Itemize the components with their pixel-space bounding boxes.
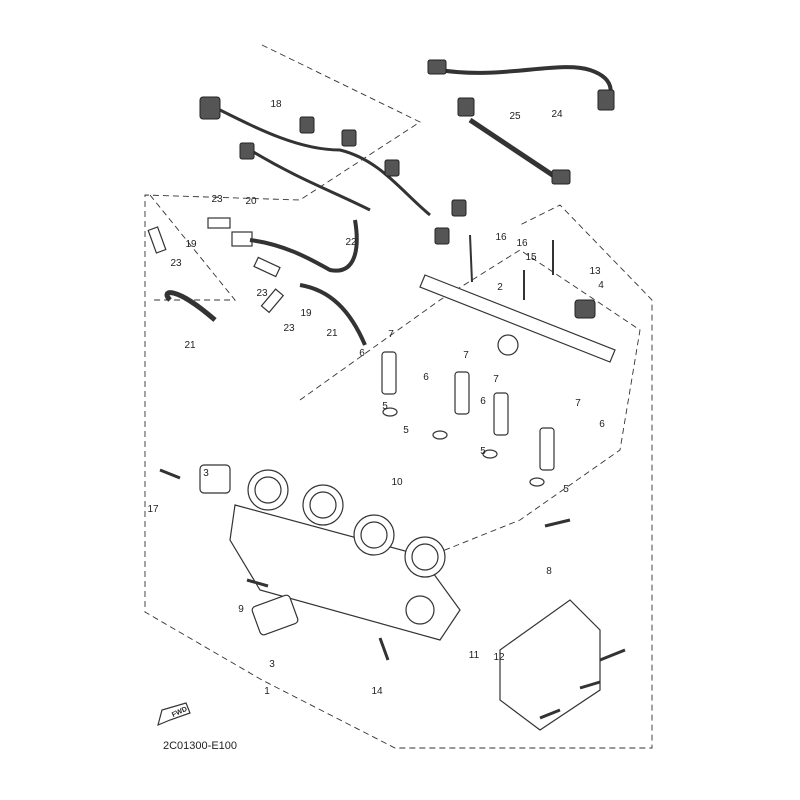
callout-5: 5 xyxy=(403,425,409,436)
callout-15: 15 xyxy=(525,252,537,263)
callout-3: 3 xyxy=(269,659,275,670)
callout-23: 23 xyxy=(211,194,223,205)
callout-23: 23 xyxy=(283,323,295,334)
callout-7: 7 xyxy=(388,329,394,340)
callout-22: 22 xyxy=(345,237,357,248)
callout-16: 16 xyxy=(516,238,528,249)
hose-group-boundary xyxy=(149,194,236,301)
wire-harness xyxy=(199,96,467,245)
vacuum-hoses xyxy=(147,217,367,346)
callout-23: 23 xyxy=(170,258,182,269)
callout-5: 5 xyxy=(480,446,486,457)
fwd-arrow-icon: FWD xyxy=(157,702,191,727)
callout-13: 13 xyxy=(589,266,601,277)
callout-20: 20 xyxy=(245,196,257,207)
callout-7: 7 xyxy=(493,374,499,385)
callout-5: 5 xyxy=(563,484,569,495)
callout-16: 16 xyxy=(495,232,507,243)
callout-6: 6 xyxy=(480,396,486,407)
callout-6: 6 xyxy=(423,372,429,383)
callout-6: 6 xyxy=(599,419,605,430)
injectors xyxy=(381,351,555,487)
callout-23: 23 xyxy=(256,288,268,299)
injector-group-boundary xyxy=(299,249,641,561)
callout-12: 12 xyxy=(493,652,505,663)
callout-14: 14 xyxy=(371,686,383,697)
callout-17: 17 xyxy=(147,504,159,515)
callout-25: 25 xyxy=(509,111,521,122)
callout-2: 2 xyxy=(497,282,503,293)
callout-5: 5 xyxy=(382,401,388,412)
fuel-hoses xyxy=(427,59,615,185)
callout-11: 11 xyxy=(469,650,480,661)
callout-19: 19 xyxy=(185,239,197,250)
callout-9: 9 xyxy=(238,604,244,615)
throttle-body xyxy=(199,464,461,641)
callout-10: 10 xyxy=(391,477,403,488)
callout-19: 19 xyxy=(300,308,312,319)
callout-1: 1 xyxy=(264,686,270,697)
callout-21: 21 xyxy=(326,328,338,339)
drawing-code: 2C01300-E100 xyxy=(163,740,237,752)
sensor xyxy=(251,594,299,636)
callout-7: 7 xyxy=(575,398,581,409)
callout-6: 6 xyxy=(359,348,365,359)
cover xyxy=(499,599,601,731)
callout-21: 21 xyxy=(184,340,196,351)
callout-7: 7 xyxy=(463,350,469,361)
callout-4: 4 xyxy=(598,280,604,291)
callout-3: 3 xyxy=(203,468,209,479)
assembly-boundary xyxy=(144,44,653,749)
callout-8: 8 xyxy=(546,566,552,577)
fuel-rail xyxy=(419,274,616,363)
callout-24: 24 xyxy=(551,109,563,120)
callout-18: 18 xyxy=(270,99,282,110)
bolts xyxy=(159,234,626,720)
